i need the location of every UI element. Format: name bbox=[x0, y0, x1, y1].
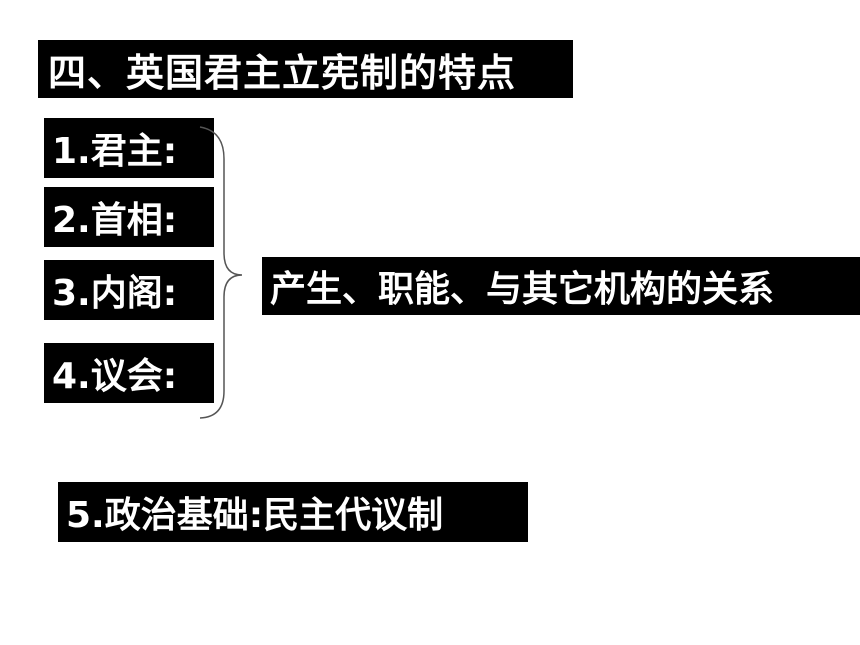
item-monarch: 1.君主: bbox=[44, 118, 214, 178]
summary-label: 产生、职能、与其它机构的关系 bbox=[262, 257, 860, 315]
item-prime-minister: 2.首相: bbox=[44, 187, 214, 247]
right-brace-icon bbox=[199, 126, 243, 419]
item-parliament: 4.议会: bbox=[44, 343, 214, 403]
item-cabinet: 3.内阁: bbox=[44, 260, 214, 320]
slide-title: 四、英国君主立宪制的特点 bbox=[38, 40, 573, 98]
political-basis-label: 5.政治基础:民主代议制 bbox=[58, 482, 528, 542]
